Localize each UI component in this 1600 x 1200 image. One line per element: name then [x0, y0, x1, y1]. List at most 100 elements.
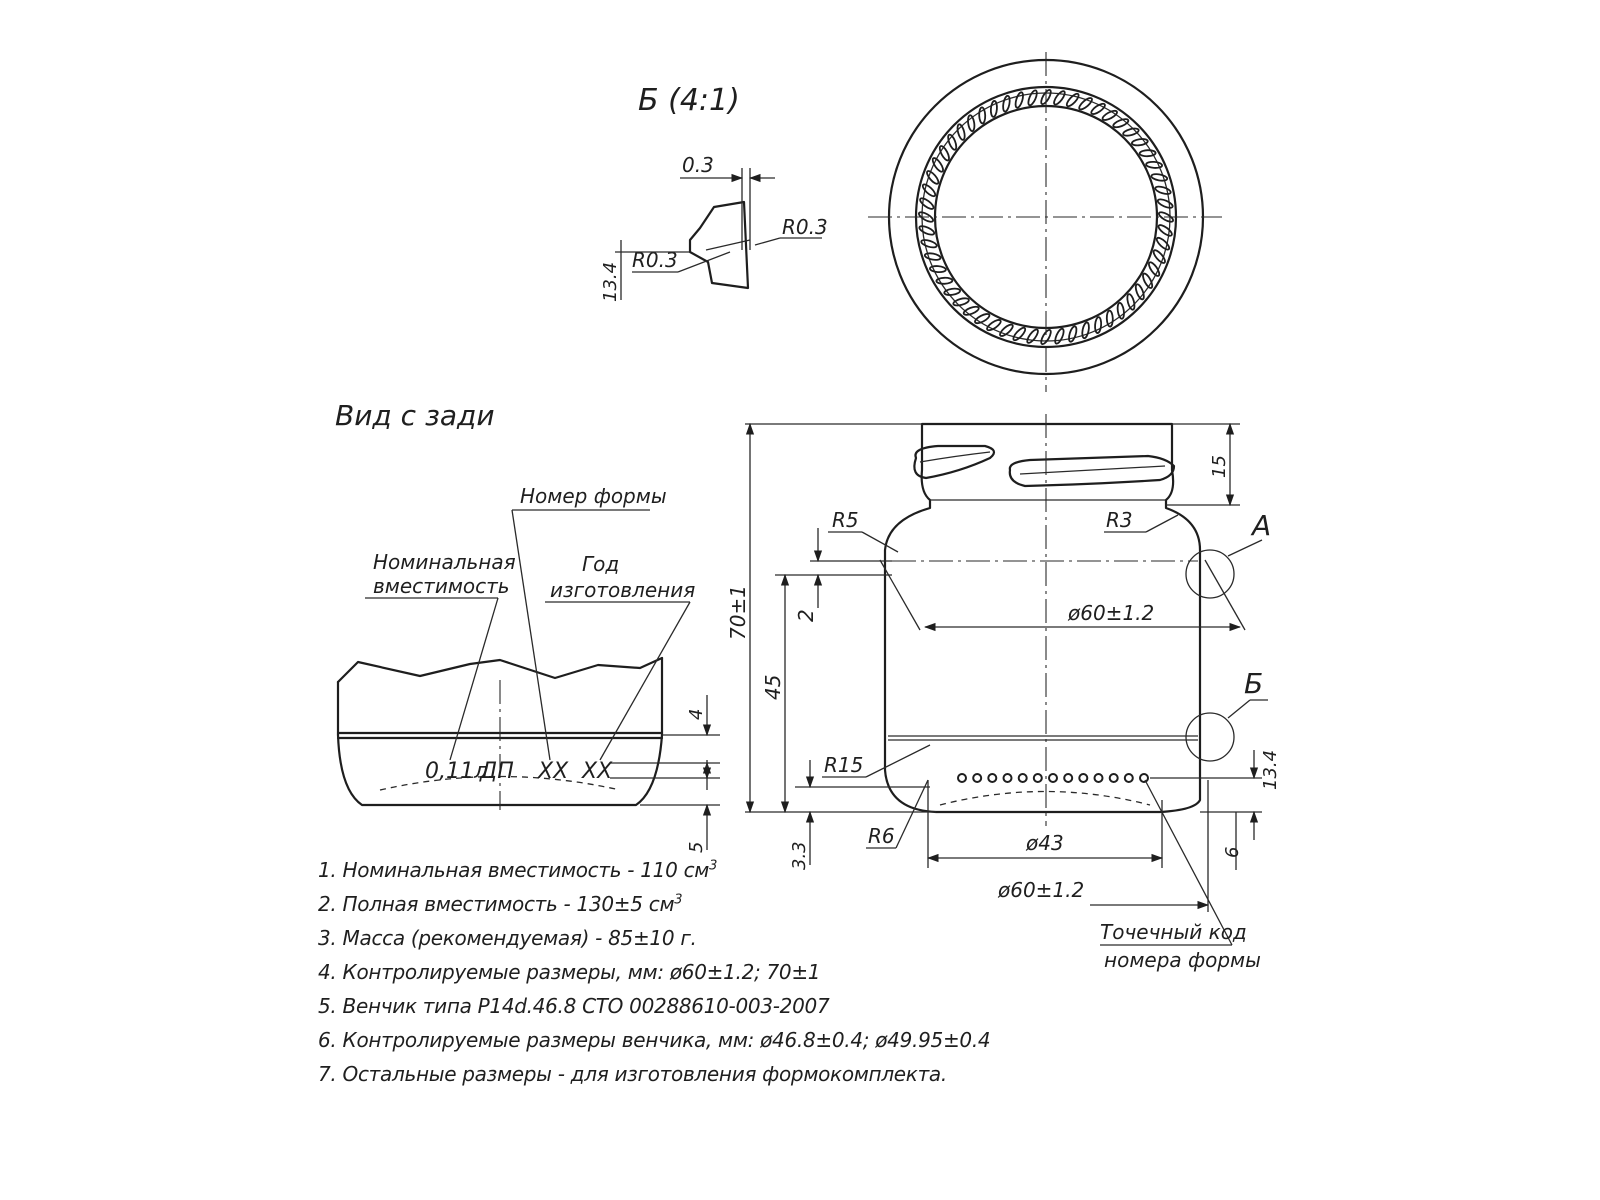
detail-inner-line — [705, 239, 751, 251]
thread-loop — [920, 239, 938, 249]
label-year-1: Год — [582, 552, 619, 576]
dot-code-row — [957, 773, 1149, 783]
leader-r15 — [865, 744, 931, 778]
thread-lug-left-inner — [919, 451, 991, 463]
thread-loop — [1040, 89, 1052, 105]
thread-lug-left — [913, 444, 996, 480]
leader-r6 — [895, 779, 929, 849]
code-dot — [1108, 773, 1119, 783]
thread-loop — [935, 276, 954, 285]
dim-finish-height: 15 — [1209, 455, 1230, 478]
thread-loop — [1105, 309, 1114, 328]
callout-circle-a — [1185, 549, 1235, 599]
jar-front-view: 70±1 45 2 3.3 15 13.4 6 ø60±1. — [726, 414, 1281, 972]
callout-leader-b — [1227, 699, 1251, 719]
back-base-hidden — [379, 775, 621, 791]
thread-loop — [1154, 185, 1172, 195]
thread-loop — [1026, 328, 1039, 344]
dia-body-leader-left — [879, 559, 921, 631]
dia-body: ø60±1.2 — [1067, 601, 1154, 625]
label-year-2: изготовления — [550, 578, 695, 602]
break-line — [336, 656, 664, 684]
detail-b-view: Б (4:1) 0.3 R0.3 R0.3 13.4 — [600, 83, 828, 302]
note-2: 2. Полная вместимость - 130±5 см3 — [318, 892, 683, 916]
dia-body-leader-right — [1204, 559, 1246, 631]
code-dot — [1002, 773, 1013, 783]
thread-lug-right — [1008, 454, 1176, 488]
note-6: 6. Контролируемые размеры венчика, мм: ø… — [318, 1028, 991, 1052]
marking-code: ДП — [479, 759, 514, 784]
callout-a: А — [1250, 509, 1271, 542]
thread-loop — [1156, 198, 1174, 209]
back-bottom — [336, 733, 664, 807]
thread-loop — [926, 170, 940, 185]
detail-profile — [688, 200, 750, 290]
radius-right-text: R0.3 — [782, 215, 828, 239]
radius-heel: R15 — [824, 753, 863, 777]
thread-loop — [1155, 236, 1171, 251]
code-dot — [1139, 773, 1149, 783]
base-hidden — [939, 790, 1151, 806]
code-dot — [1048, 773, 1058, 783]
note-1-superscript: 3 — [709, 858, 718, 874]
label-dot-code-2: номера формы — [1104, 948, 1261, 972]
dim-dots-offset: 6 — [1222, 847, 1243, 858]
thread-loop — [1122, 127, 1140, 137]
thread-loop — [1081, 321, 1090, 340]
top-view — [868, 52, 1222, 392]
dim-base: 3.3 — [789, 841, 810, 870]
marking-capacity: 0,11л — [425, 759, 488, 784]
leader-mold — [511, 509, 551, 761]
code-dot — [972, 773, 983, 783]
leader-radius-left — [677, 251, 731, 273]
callout-b: Б — [1244, 667, 1263, 700]
thread-loop — [918, 225, 936, 236]
thread-lug-right-inner — [1019, 465, 1166, 475]
leader-capacity — [449, 597, 499, 761]
code-dot — [1093, 773, 1104, 783]
radius-neck: R3 — [1106, 508, 1133, 532]
thread-loop — [918, 211, 934, 223]
thread-loop — [947, 133, 958, 151]
code-dot — [1123, 773, 1134, 783]
thread-loop — [1027, 89, 1038, 107]
thread-loop — [962, 305, 980, 316]
thread-loop — [929, 265, 947, 274]
callout-circle-b — [1185, 712, 1235, 762]
thread-loop — [1138, 149, 1157, 158]
thread-loop — [952, 297, 970, 307]
detail-title: Б (4:1) — [638, 83, 740, 118]
radius-base: R6 — [868, 824, 895, 848]
thread-loop — [1158, 211, 1174, 223]
thread-loop — [1002, 94, 1011, 113]
thread-loop — [1152, 249, 1166, 264]
thread-loop — [1078, 97, 1093, 111]
thread-loop — [1134, 283, 1145, 301]
thread-loop — [1040, 329, 1052, 345]
leader-dot-code — [1144, 779, 1233, 946]
note-3: 3. Масса (рекомендуемая) - 85±10 г. — [318, 926, 697, 950]
code-dot — [1017, 773, 1028, 783]
thread-loop — [1157, 224, 1173, 237]
thread-loop — [999, 323, 1014, 337]
code-dot — [1063, 773, 1074, 783]
back-view-title: Вид с зади — [335, 399, 495, 432]
note-2-superscript: 3 — [674, 892, 683, 908]
thread-loop — [1068, 325, 1078, 343]
dim-dots-height: 13.4 — [1260, 750, 1281, 790]
thread-loop — [1148, 261, 1161, 277]
marking-year: XX — [581, 759, 613, 784]
thread-loop — [1145, 160, 1163, 169]
note-5: 5. Венчик типа P14d.46.8 СТО 00288610-00… — [318, 994, 830, 1018]
thread-loop — [1130, 138, 1149, 147]
thread-loop — [1012, 326, 1027, 342]
label-mold-number: Номер формы — [520, 484, 667, 508]
dim-total-height: 70±1 — [726, 585, 750, 640]
thread-loop — [919, 197, 935, 210]
label-capacity-1: Номинальная — [373, 550, 516, 574]
thread-loop — [1065, 92, 1080, 108]
dim-back-top: 4 — [686, 709, 707, 720]
thread-loop — [1126, 293, 1136, 311]
thread-loop — [931, 157, 944, 173]
